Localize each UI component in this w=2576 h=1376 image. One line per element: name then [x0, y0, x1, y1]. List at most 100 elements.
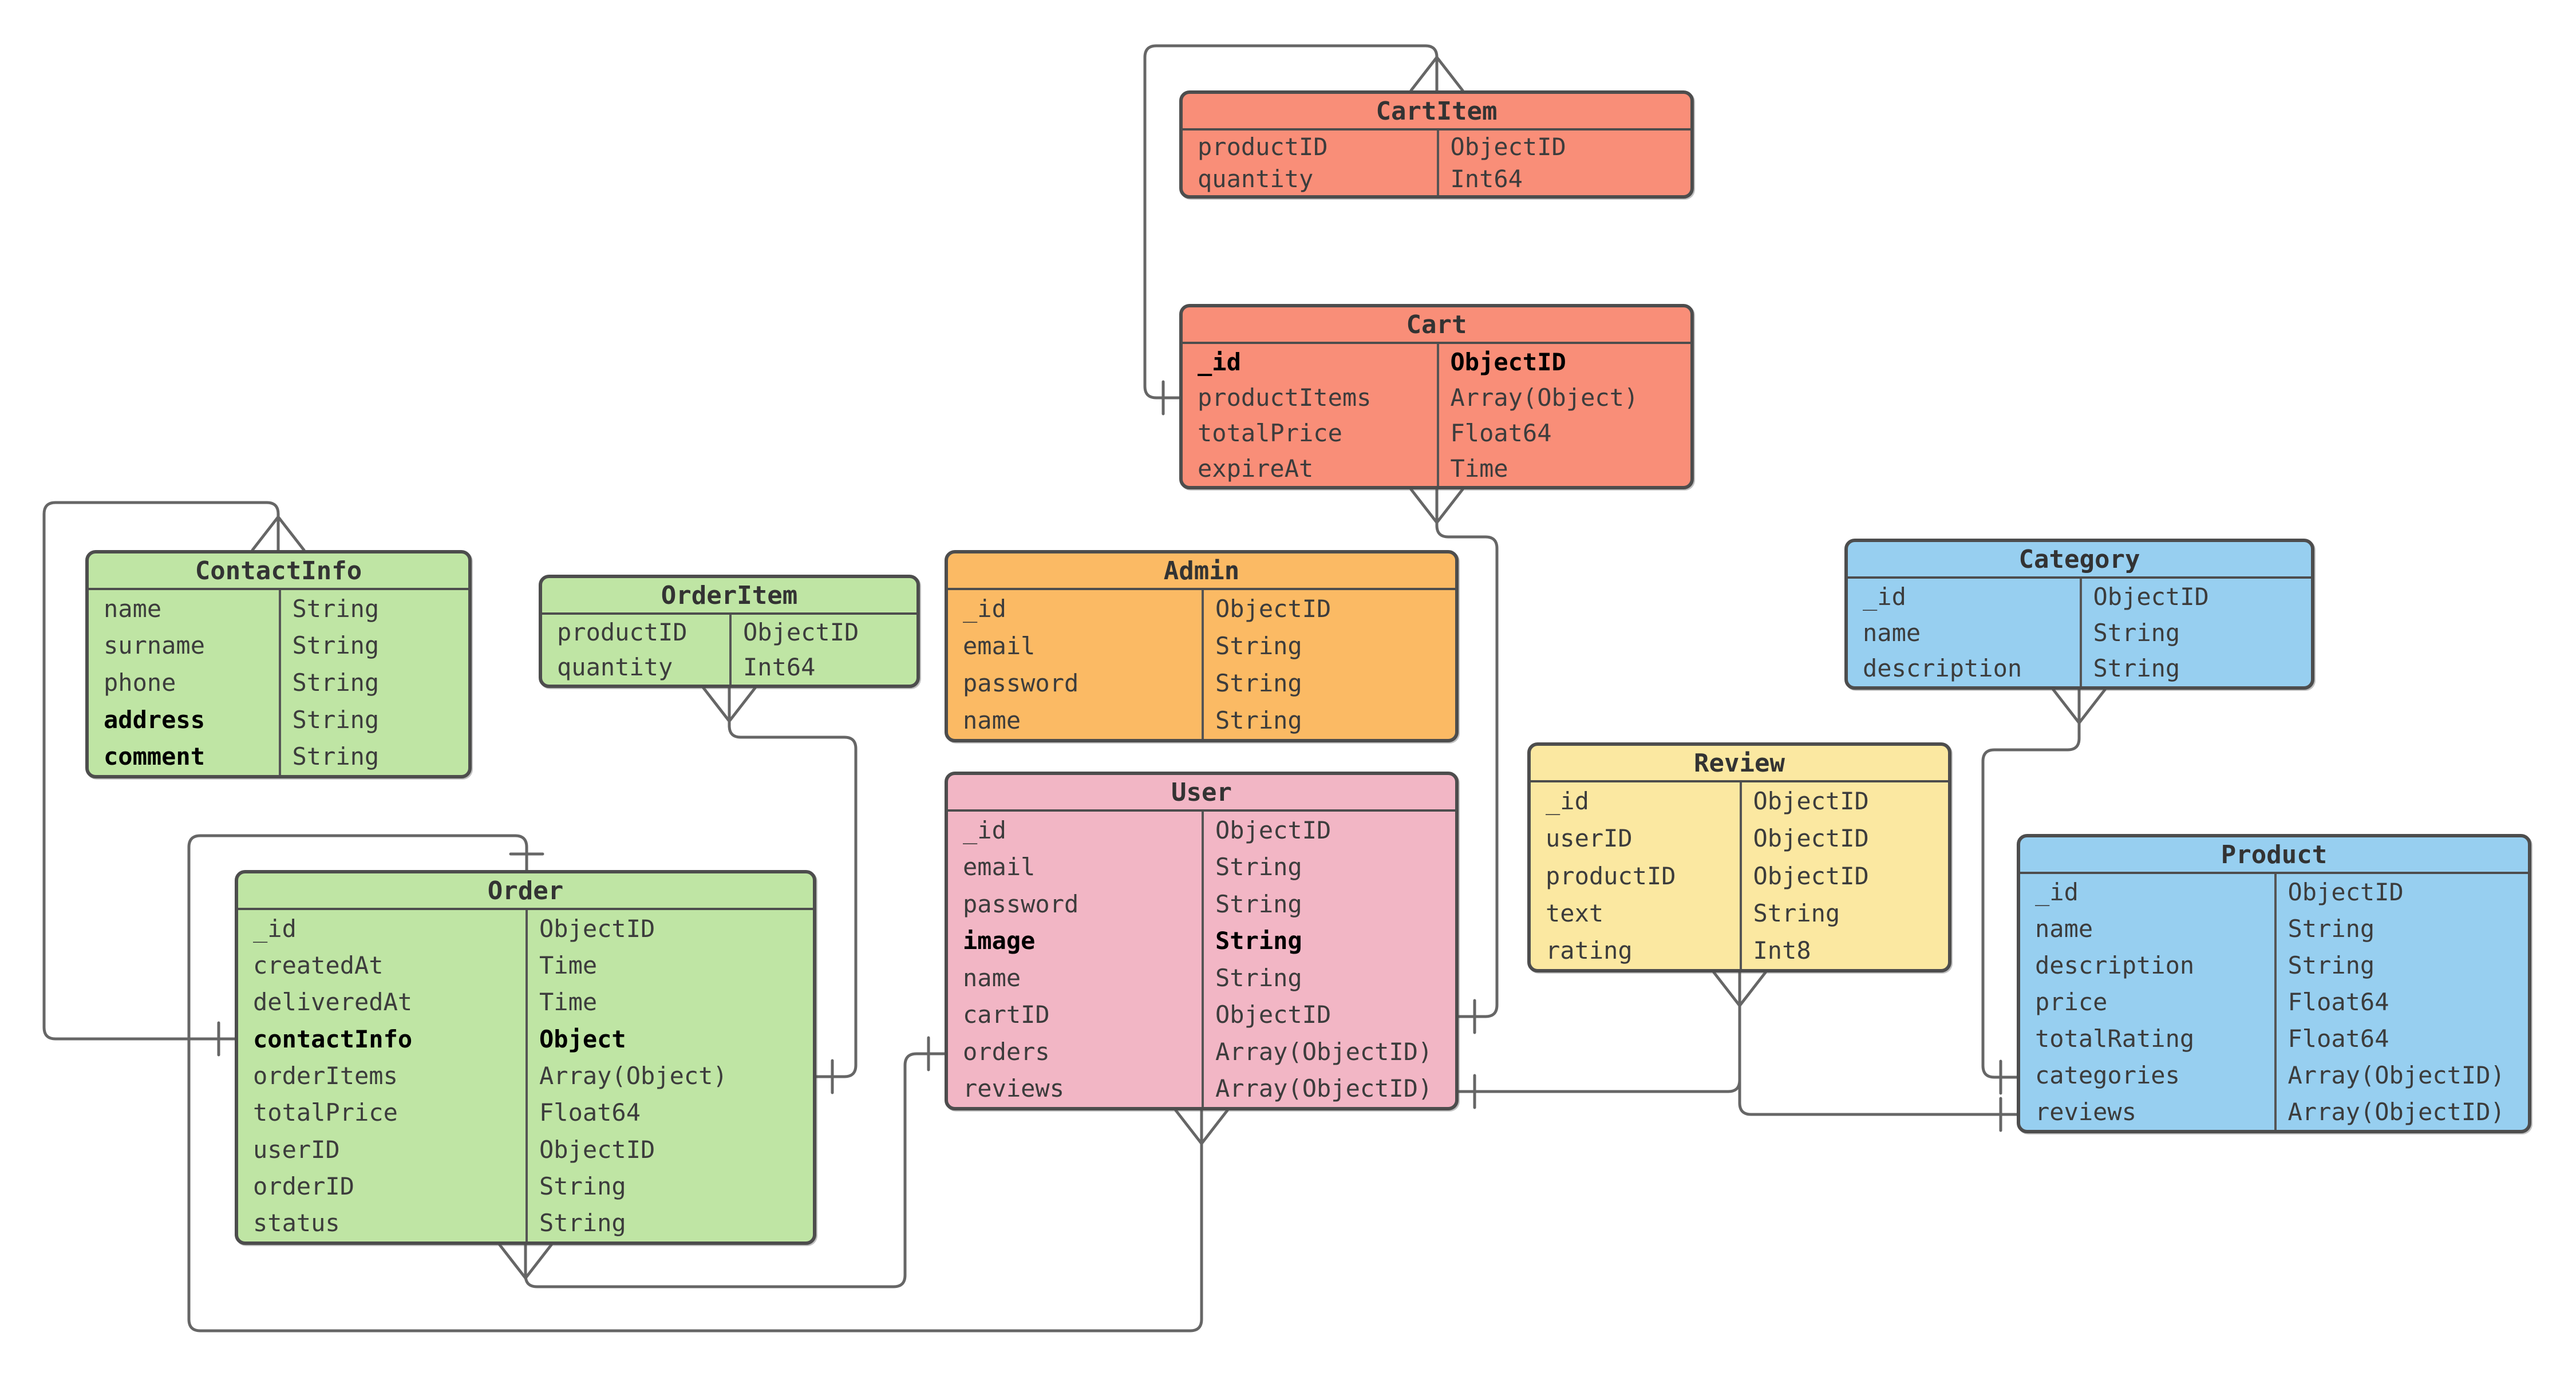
field-type: ObjectID — [1202, 812, 1455, 849]
field-name: productID — [1198, 132, 1328, 161]
field-type: Array(ObjectID) — [2274, 1057, 2528, 1094]
field-type: ObjectID — [1436, 344, 1691, 379]
field-type: Time — [526, 947, 813, 984]
field-name: rating — [1546, 936, 1633, 964]
field-name: status — [253, 1209, 340, 1237]
field-type: ObjectID — [1202, 590, 1455, 627]
field-name: name — [2035, 915, 2093, 943]
field-name: userID — [1546, 824, 1633, 853]
field-type: String — [1739, 894, 1949, 932]
crow-foot-order-bottom — [524, 1243, 553, 1280]
field-name: totalPrice — [253, 1098, 398, 1127]
relationship-line-order-userid-user — [187, 834, 1203, 1332]
entity-title-admin: Admin — [948, 553, 1455, 590]
field-name: quantity — [557, 653, 673, 681]
entity-title-review: Review — [1531, 746, 1948, 782]
entity-title-cartitem: CartItem — [1183, 94, 1690, 131]
crow-foot-contactinfo-top — [251, 515, 280, 552]
field-type: ObjectID — [1739, 857, 1949, 895]
field-name: name — [1863, 618, 1921, 647]
field-type: String — [1202, 959, 1455, 997]
field-name: totalPrice — [1198, 418, 1342, 447]
field-type: Array(ObjectID) — [1202, 1033, 1455, 1070]
field-name: comment — [104, 742, 206, 771]
field-type: Array(Object) — [1436, 379, 1691, 415]
field-name: _id — [1546, 787, 1589, 816]
crow-foot-category-bottom — [2077, 688, 2107, 725]
field-name: name — [104, 594, 162, 623]
field-name: text — [1546, 899, 1604, 927]
field-type: Int8 — [1739, 931, 1949, 970]
crow-foot-review-bottom — [1738, 971, 1767, 1007]
field-name: productID — [1546, 861, 1676, 890]
field-name: categories — [2035, 1061, 2180, 1089]
field-name: description — [1863, 654, 2022, 683]
crow-foot-cart-bottom — [1409, 488, 1439, 524]
field-type: Float64 — [1436, 415, 1691, 450]
field-type: Time — [526, 983, 813, 1021]
field-type: String — [1202, 702, 1455, 739]
relationship-line-user-reviews-review — [1457, 971, 1741, 1093]
relationship-line-cart-cartitem — [1143, 44, 1439, 400]
crow-foot-cartitem-top — [1409, 56, 1439, 92]
field-name: _id — [2035, 878, 2079, 907]
field-type: String — [1202, 885, 1455, 923]
field-type: String — [278, 738, 469, 775]
field-row-review-productID: productID ObjectID — [1531, 857, 1949, 895]
field-name: surname — [104, 631, 206, 660]
field-type: String — [2079, 650, 2312, 687]
field-name: totalRating — [2035, 1024, 2195, 1053]
crow-foot-cart-bottom — [1435, 488, 1464, 524]
field-name: orderID — [253, 1172, 355, 1200]
field-type: String — [278, 664, 469, 701]
field-type: Array(ObjectID) — [1202, 1070, 1455, 1107]
field-name: reviews — [963, 1074, 1065, 1103]
field-type: String — [1202, 665, 1455, 702]
field-name: address — [104, 705, 206, 734]
field-type: Float64 — [2274, 983, 2528, 1021]
field-row-product-price: price Float64 — [2020, 983, 2528, 1021]
field-name: orderItems — [253, 1061, 398, 1090]
relationship-line-user-orders-order — [524, 1052, 946, 1288]
crow-foot-review-bottom — [1712, 971, 1741, 1007]
field-row-product-categories: categories Array(ObjectID) — [2020, 1057, 2528, 1094]
crow-foot-order-bottom — [498, 1243, 527, 1280]
field-name: _id — [963, 595, 1006, 623]
field-type: String — [278, 590, 469, 627]
entity-title-user: User — [948, 775, 1455, 812]
field-type: String — [278, 701, 469, 738]
field-name: price — [2035, 988, 2108, 1016]
field-name: phone — [104, 668, 176, 697]
field-type: Array(ObjectID) — [2274, 1093, 2528, 1130]
